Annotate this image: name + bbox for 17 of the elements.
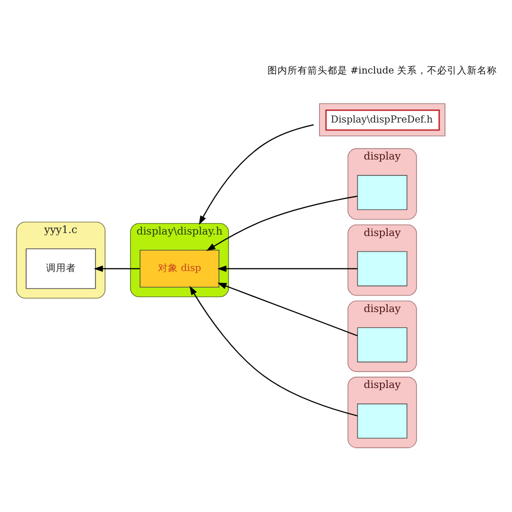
node-box (357, 251, 408, 286)
cluster: display (348, 300, 417, 372)
label: 图内所有箭头都是 #include 关系，不必引入新名称 (267, 66, 498, 77)
arrow (206, 196, 358, 252)
arrow (94, 266, 140, 272)
cluster: display (348, 376, 417, 448)
node-box: 对象 disp (140, 250, 220, 288)
node-box (357, 404, 408, 438)
arrow (217, 266, 358, 272)
node-box (357, 175, 408, 210)
arrow (217, 282, 358, 336)
arrow (190, 286, 358, 416)
node-box: 调用者 (26, 248, 96, 289)
cluster: display (348, 224, 417, 296)
node-box (357, 327, 408, 362)
cluster: display (348, 148, 417, 220)
arrow (198, 124, 314, 225)
